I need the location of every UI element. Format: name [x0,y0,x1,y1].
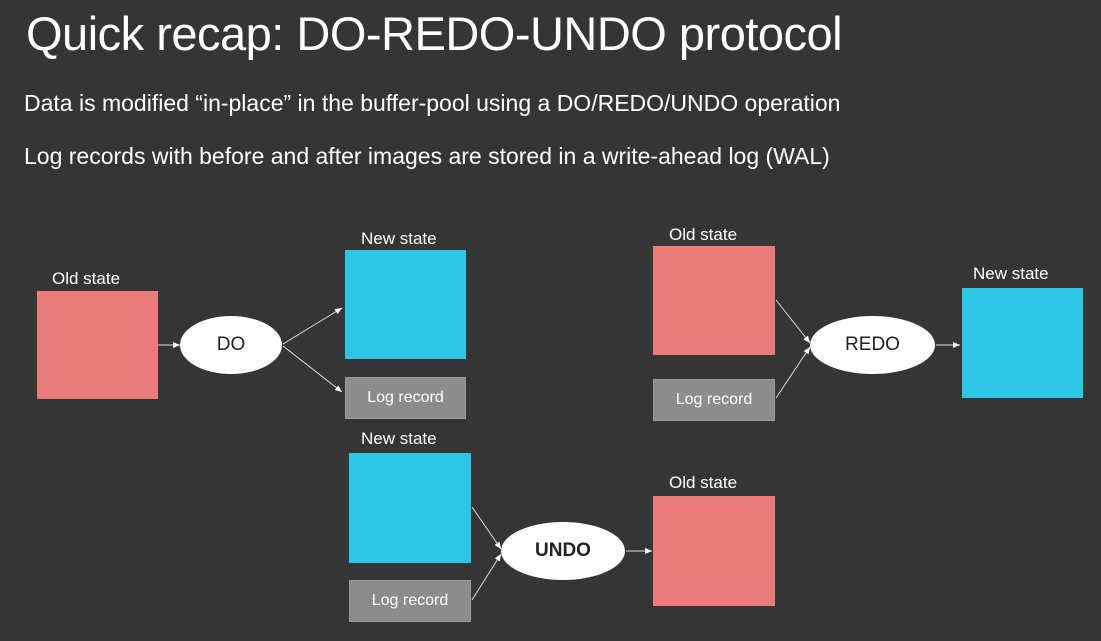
arrow-do-to-new [282,307,343,345]
arrow-do-to-log [282,345,343,393]
redo-old-state-label: Old state [669,225,738,244]
slide-title: Quick recap: DO-REDO-UNDO protocol [26,7,843,60]
arrow-redo-log-to-op [775,346,811,399]
undo-new-state-box [349,453,471,563]
redo-old-state-box [653,246,775,355]
redo-new-state-label: New state [973,264,1049,283]
redo-operation: REDO [810,316,935,374]
arrow-undo-log-to-op [471,553,502,601]
do-old-state-label: Old state [52,269,121,288]
undo-old-state-label: Old state [669,473,738,492]
arrow-redo-old-to-op [775,299,811,344]
bullet-wal: Log records with before and after images… [24,143,830,169]
do-new-state-box [345,250,466,359]
do-log-record: Log record [345,377,466,419]
undo-operation: UNDO [501,522,625,580]
arrow-undo-new-to-op [471,506,502,550]
do-operation: DO [180,316,282,374]
redo-log-record: Log record [653,379,775,421]
undo-old-state-box [653,496,775,606]
redo-new-state-box [962,288,1083,398]
bullet-in-place: Data is modified “in-place” in the buffe… [24,90,841,116]
undo-new-state-label: New state [361,429,437,448]
do-new-state-label: New state [361,229,437,248]
do-old-state-box [37,291,158,399]
undo-log-record: Log record [349,580,471,622]
